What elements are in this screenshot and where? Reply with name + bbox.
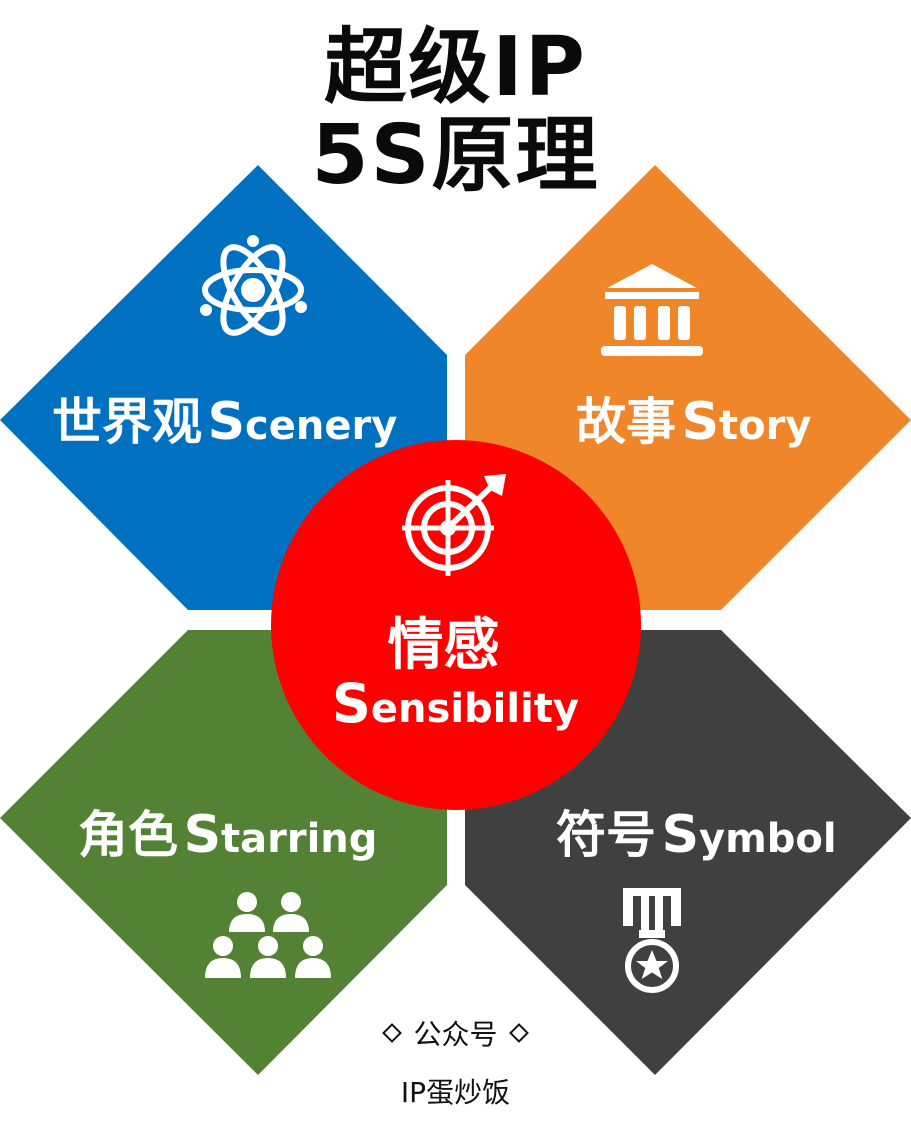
medal-icon [623, 888, 681, 993]
page-title-line2: 5S原理 [311, 108, 600, 203]
story-label-initial: S [681, 392, 720, 452]
story-label-zh: 故事 [576, 393, 676, 451]
scenery-label-rest: cenery [245, 403, 398, 449]
bank-building-icon [601, 264, 703, 356]
footer-line1: 公众号 [0, 1013, 911, 1053]
story-label: 故事 Story [576, 382, 811, 454]
sensibility-circle [271, 440, 641, 810]
symbol-label-initial: S [661, 805, 700, 865]
starring-label-zh: 角色 [78, 806, 178, 864]
scenery-label-zh: 世界观 [52, 393, 202, 451]
sensibility-label-zh-wrap: 情感 [0, 600, 911, 681]
starring-label-rest: tarring [221, 816, 378, 862]
scenery-label-initial: S [207, 392, 246, 452]
sensibility-label-zh: 情感 [387, 613, 500, 678]
story-label-rest: tory [719, 403, 812, 449]
diamond-bullet-icon [382, 1023, 403, 1043]
symbol-label-zh: 符号 [556, 806, 656, 864]
sensibility-label-rest: ensibility [370, 686, 579, 732]
starring-label-initial: S [183, 805, 222, 865]
diamond-bullet-icon [508, 1023, 529, 1043]
symbol-label: 符号 Symbol [556, 795, 837, 867]
people-group-icon [205, 892, 331, 978]
symbol-label-rest: ymbol [699, 816, 837, 862]
footer-account-label: 公众号 [413, 1018, 498, 1051]
target-arrow-icon [402, 474, 506, 576]
starring-label: 角色 Starring [78, 795, 377, 867]
page-title-line1: 超级IP [324, 20, 587, 115]
sensibility-label-initial: S [332, 672, 371, 735]
sensibility-label-en-wrap: Sensibility [0, 672, 911, 735]
footer-line2: IP蛋炒饭 [400, 1076, 511, 1109]
atom-icon [200, 235, 307, 336]
scenery-label: 世界观 Scenery [52, 382, 397, 454]
